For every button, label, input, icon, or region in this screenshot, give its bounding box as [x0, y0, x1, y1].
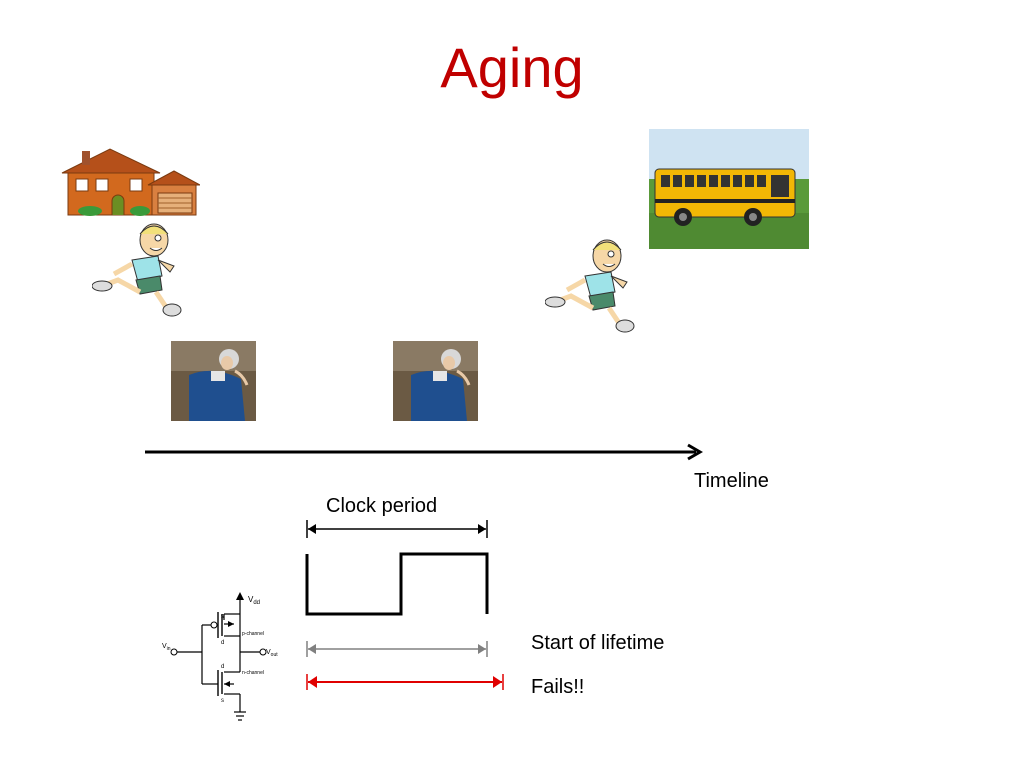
- running-boy-icon: [545, 238, 637, 334]
- vin-label: Vin: [162, 643, 171, 652]
- slide-title: Aging: [440, 36, 584, 99]
- timeline-label: Timeline: [694, 470, 769, 492]
- running-boy-icon: [92, 222, 184, 318]
- d-bottom-label: d: [221, 664, 224, 670]
- school-bus-photo: [649, 129, 809, 249]
- cmos-inverter-icon: Vdd s p-channel d Vout Vin: [162, 588, 284, 724]
- vdd-label: Vdd: [248, 595, 260, 606]
- p-channel-label: p-channel: [242, 631, 264, 637]
- fails-arrow: [306, 674, 504, 690]
- start-of-lifetime-arrow: [306, 641, 488, 657]
- s-bottom-label: s: [221, 698, 224, 704]
- clock-period-arrow: [306, 520, 488, 538]
- old-woman-photo: [393, 341, 478, 421]
- clock-period-label: Clock period: [326, 495, 438, 517]
- fails-label: Fails!!: [531, 676, 585, 698]
- clock-waveform: [305, 552, 489, 616]
- timeline-arrow: [145, 443, 703, 461]
- old-woman-photo: [171, 341, 256, 421]
- vout-label: Vout: [266, 649, 278, 658]
- house-icon: [60, 145, 200, 217]
- start-of-lifetime-label: Start of lifetime: [531, 632, 665, 654]
- n-channel-label: n-channel: [242, 670, 264, 676]
- d-top-label: d: [221, 640, 224, 646]
